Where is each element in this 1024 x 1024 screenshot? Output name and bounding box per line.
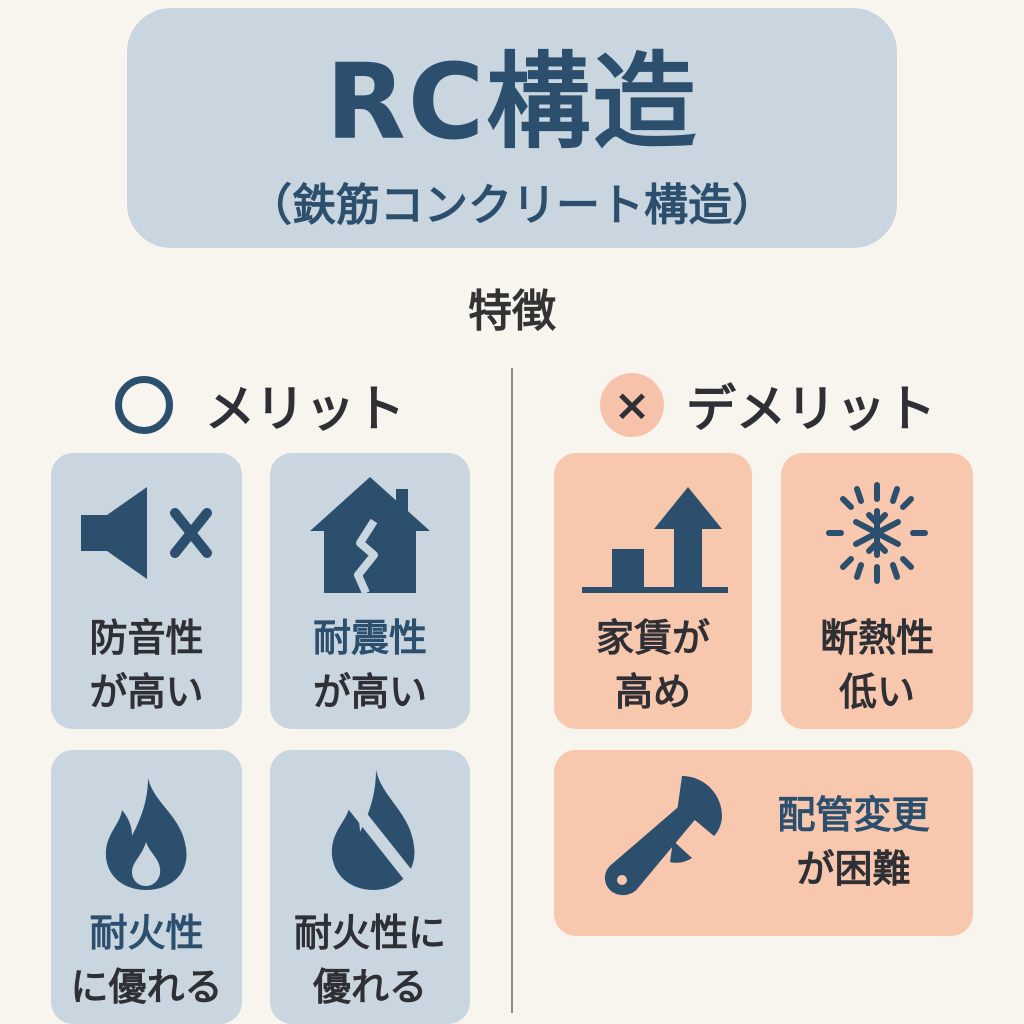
- card-label-line2: が困難: [796, 847, 911, 891]
- card-label-line1: 耐火性に: [293, 911, 446, 955]
- merit-card-fireproof: 耐火性に 優れる: [270, 750, 470, 1024]
- card-label-line1: 断熱性: [819, 616, 934, 660]
- rising-arrow-icon: [582, 487, 728, 593]
- merit-heading: メリット: [115, 370, 405, 440]
- demerit-card-rent: 家賃が 高め: [554, 453, 752, 729]
- cracked-house-icon: [310, 477, 430, 595]
- column-divider: [511, 368, 513, 1013]
- card-label-line1: 耐火性: [89, 911, 204, 955]
- card-label-line1: 配管変更: [777, 793, 930, 837]
- card-label-line2: が高い: [89, 670, 204, 714]
- wrench-icon: [604, 776, 722, 896]
- card-label-line1: 防音性: [89, 616, 204, 660]
- card-label-line2: 優れる: [312, 965, 427, 1009]
- merit-card-earthquake: 耐震性 が高い: [270, 453, 470, 729]
- cross-icon: ×: [600, 373, 664, 437]
- page-subtitle: （鉄筋コンクリート構造）: [248, 180, 776, 231]
- demerit-card-piping: 配管変更 が困難: [554, 750, 973, 936]
- snowflake-icon: [826, 482, 928, 584]
- title-banner: RC構造 （鉄筋コンクリート構造）: [127, 8, 897, 248]
- no-fire-icon: [331, 770, 417, 890]
- demerit-card-insulation: 断熱性 低い: [781, 453, 973, 729]
- demerit-heading: × デメリット: [600, 370, 936, 440]
- section-title: 特徴: [468, 286, 556, 337]
- flame-icon: [105, 778, 187, 890]
- merit-heading-label: メリット: [205, 380, 405, 438]
- merit-card-fire-resistance: 耐火性 に優れる: [51, 750, 242, 1024]
- circle-icon: [115, 376, 173, 434]
- muted-speaker-icon: [81, 487, 212, 579]
- card-label-line2: 高め: [614, 670, 691, 714]
- demerit-heading-label: デメリット: [686, 380, 936, 438]
- page-title: RC構造: [325, 41, 699, 163]
- card-label-line1: 耐震性: [312, 616, 427, 660]
- card-label-line2: が高い: [312, 670, 427, 714]
- card-label-line2: 低い: [838, 670, 915, 714]
- merit-card-soundproof: 防音性 が高い: [51, 453, 242, 729]
- card-label-line1: 家賃が: [595, 616, 710, 660]
- card-label-line2: に優れる: [70, 965, 223, 1009]
